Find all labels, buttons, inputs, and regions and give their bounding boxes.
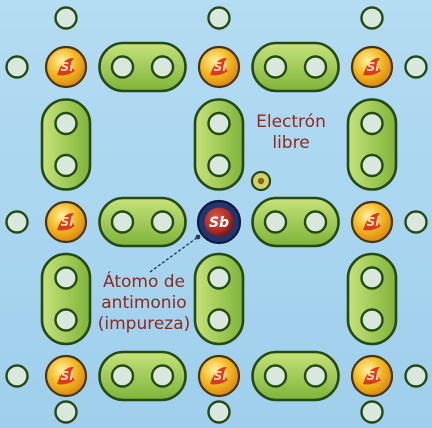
edge-electron [406,366,427,387]
free-electron-label-line1: Electrón [246,112,336,133]
silicon-atom: Si [352,47,392,87]
edge-electron [7,212,28,233]
antimony-atom-label-line2: antimonio [90,293,198,314]
bond-electron [56,113,77,134]
bond-electron [362,268,383,289]
bond-electron [152,57,173,78]
bond-electron [305,57,326,78]
antimony-atom-label: Átomo de antimonio (impureza) [90,272,198,335]
silicon-atom: Si [46,47,86,87]
edge-electron [406,57,427,78]
silicon-atom: Si [352,202,392,242]
bond-electron [209,310,230,331]
bond-electron [112,366,133,387]
antimony-symbol: Sb [209,215,229,231]
bond-electron [152,366,173,387]
bond-electron [362,113,383,134]
free-electron-label: Electrón libre [246,112,336,154]
free-electron-label-line2: libre [246,133,336,154]
silicon-atom: Si [199,47,239,87]
silicon-symbol: Si [367,369,381,383]
bond-electron [152,212,173,233]
edge-electron [7,57,28,78]
bond-electron [209,155,230,176]
edge-electron [362,402,383,423]
bond-electron [209,268,230,289]
edge-electron [56,8,77,29]
silicon-symbol: Si [214,60,228,74]
bond-electron [305,366,326,387]
silicon-symbol: Si [61,369,75,383]
antimony-atom-label-line1: Átomo de [90,272,198,293]
bond-electron [362,310,383,331]
silicon-symbol: Si [214,369,228,383]
silicon-atom: Si [46,202,86,242]
antimony-atom: Sb [198,201,240,243]
free-electron-dot [258,178,264,184]
edge-electron [406,212,427,233]
silicon-symbol: Si [367,60,381,74]
edge-electron [362,8,383,29]
edge-electron [209,8,230,29]
bond-electron [56,310,77,331]
bond-electron [362,155,383,176]
bond-electron [265,212,286,233]
bond-electron [265,366,286,387]
bond-electron [112,212,133,233]
silicon-atom: Si [199,356,239,396]
silicon-symbol: Si [367,215,381,229]
silicon-atom: Si [46,356,86,396]
bond-electron [112,57,133,78]
silicon-symbol: Si [61,60,75,74]
bond-electron [56,268,77,289]
antimony-pointer-tip [196,235,201,240]
bond-electron [305,212,326,233]
silicon-symbol: Si [61,215,75,229]
edge-electron [209,402,230,423]
silicon-atom: Si [352,356,392,396]
antimony-atom-label-line3: (impureza) [90,314,198,335]
bond-electron [56,155,77,176]
bond-electron [265,57,286,78]
bond-electron [209,113,230,134]
edge-electron [56,402,77,423]
edge-electron [7,366,28,387]
